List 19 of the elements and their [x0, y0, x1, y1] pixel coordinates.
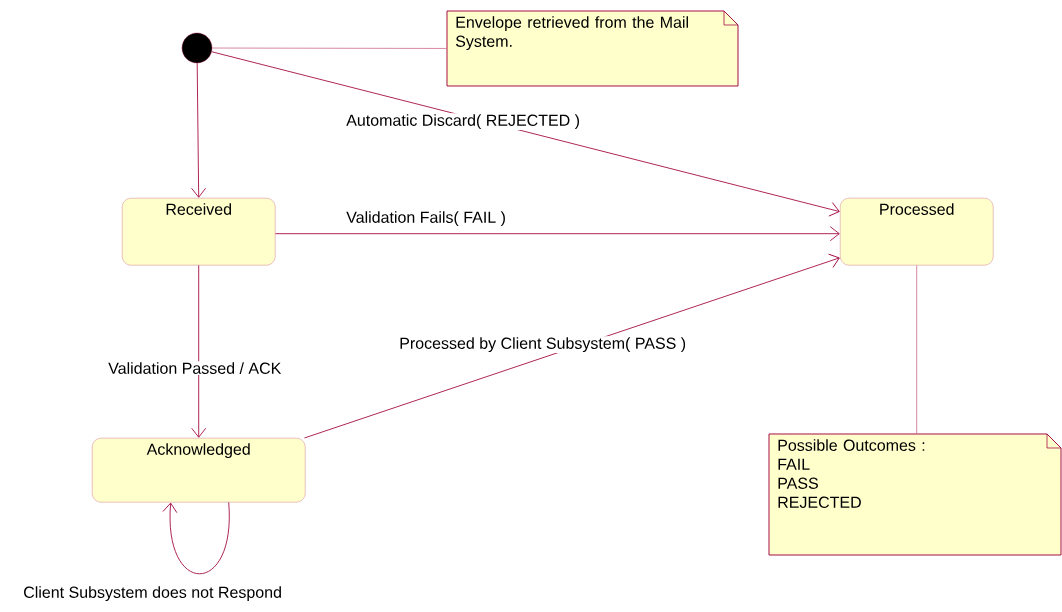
state-box: Processed: [840, 198, 994, 266]
edge-label: Automatic Discard( REJECTED ): [345, 113, 582, 131]
arrow: [191, 264, 207, 438]
edge-label: Client Subsystem does not Respond: [22, 585, 283, 603]
arrow: [303, 253, 840, 439]
initial-state-dot: [181, 32, 213, 64]
edge-label: Validation Passed / ACK: [107, 361, 283, 375]
state-box: Acknowledged: [92, 438, 306, 503]
state-box: Received: [122, 198, 276, 266]
note-anchor-line: [916, 264, 918, 435]
edge-label: Validation Fails( FAIL ): [345, 210, 507, 228]
note-box: Envelope retrieved from the Mail System.: [446, 10, 739, 87]
arrow: [211, 51, 840, 217]
arrow: [162, 501, 230, 575]
edge-label: Processed by Client Subsystem( PASS ): [398, 336, 688, 354]
note-box: Possible Outcomes : FAIL PASS REJECTED: [768, 433, 1062, 556]
note-anchor-line: [211, 47, 448, 49]
arrow: [274, 226, 840, 242]
arrow: [191, 62, 207, 198]
